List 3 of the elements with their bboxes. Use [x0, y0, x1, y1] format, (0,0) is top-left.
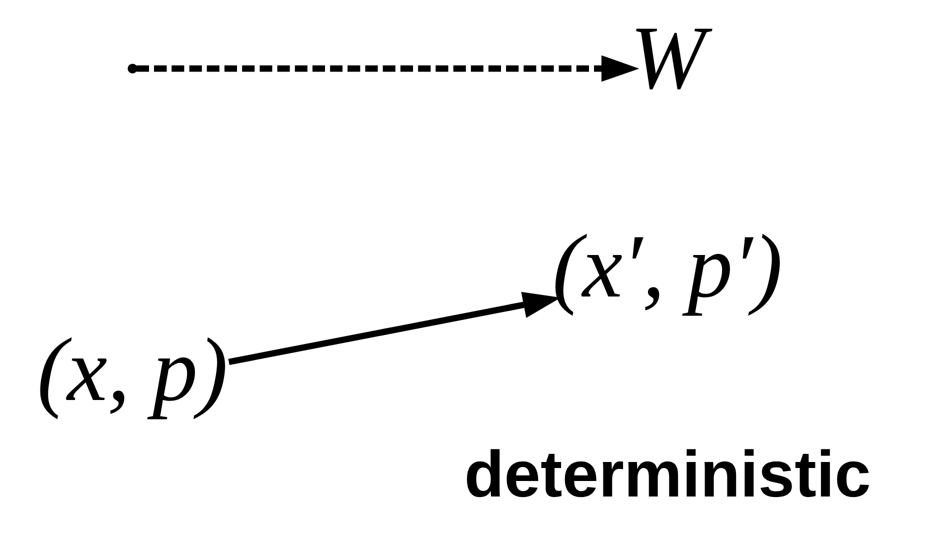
- label: deterministic: [464, 438, 870, 511]
- node-text: (x′, p′): [552, 216, 782, 317]
- node-text: (x, p): [36, 318, 228, 420]
